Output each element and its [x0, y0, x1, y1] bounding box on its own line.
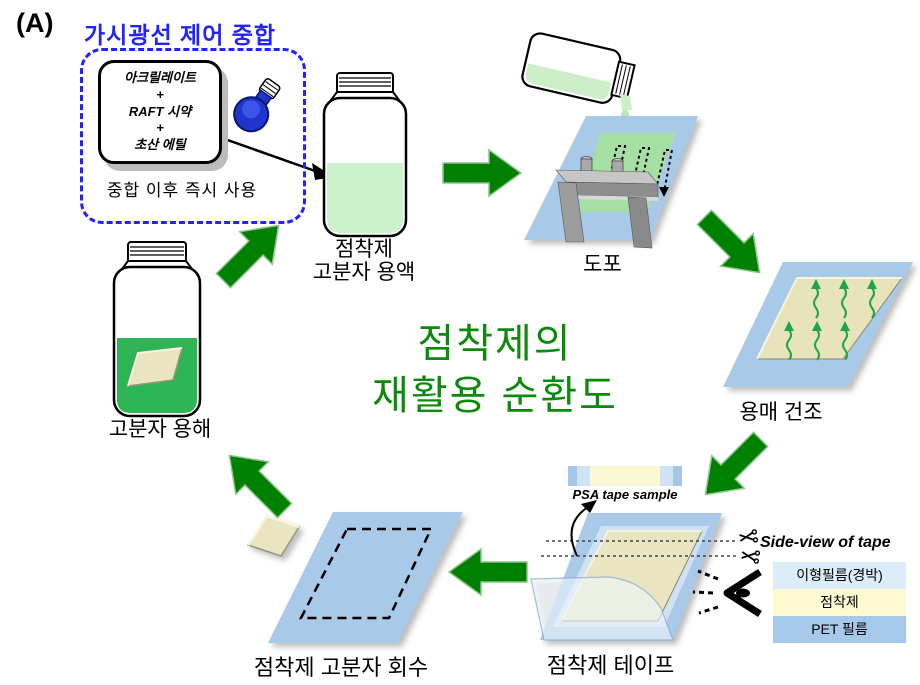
reagent-line: 아크릴레이트: [124, 69, 196, 85]
reagent-line: 초산 에틸: [134, 137, 186, 153]
polymerization-dashed-box: [80, 48, 306, 224]
pouring-jar-icon: [521, 32, 636, 133]
arrow-coating-to-drying-icon: [687, 200, 777, 290]
solution-jar-icon: [322, 72, 408, 238]
cut-lines-icon: [541, 528, 761, 565]
reagent-box: 아크릴레이트 + RAFT 시약 + 초산 에틸: [98, 60, 222, 164]
step-label-recovery: 점착제 고분자 회수: [253, 655, 429, 680]
tape-film-icon: [530, 513, 722, 641]
step-label-solution: 점착제 고분자 용액: [304, 238, 424, 284]
eye-icon: [692, 569, 762, 617]
step-label-dissolution: 고분자 용해: [108, 418, 212, 441]
layer-release-film: 이형필름(경박): [773, 562, 906, 589]
polymerization-title: 가시광선 제어 중합: [84, 22, 277, 48]
layer-pet-film: PET 필름: [773, 616, 906, 643]
solution-label-line1: 점착제: [335, 238, 393, 261]
light-bulb-icon: [233, 78, 281, 133]
psa-sample-caption: PSA tape sample: [572, 487, 678, 502]
scissors-icon: [740, 548, 761, 565]
step-label-coating: 도포: [583, 253, 622, 276]
sideview-title: Side-view of tape: [760, 534, 891, 551]
polymerization-note: 중합 이후 즉시 사용: [106, 181, 258, 200]
reagent-line: RAFT 시약: [128, 103, 192, 119]
step-label-drying: 용매 건조: [739, 401, 823, 424]
film-applicator-icon: [555, 156, 659, 249]
peel-arrow-icon: [570, 500, 597, 557]
arrow-tape-to-recovery-icon: [448, 548, 528, 596]
arrow-recovery-to-dissolution-icon: [212, 438, 302, 528]
psa-tape-sample-icon: [568, 466, 682, 486]
panel-label: (A): [16, 8, 54, 38]
scissors-icon: [738, 528, 759, 545]
diagram-title-line1: 점착제의: [417, 322, 573, 366]
tape-sideview-stack: 이형필름(경박) 점착제 PET 필름: [773, 562, 906, 643]
diagram-title: 점착제의 재활용 순환도: [310, 318, 680, 422]
recovery-film-icon: [268, 512, 463, 643]
arrow-drying-to-tape-icon: [688, 422, 778, 512]
reagent-plus: +: [156, 86, 164, 102]
arrow-solution-to-coating-icon: [442, 149, 522, 197]
recovered-adhesive-piece-icon: [246, 514, 301, 557]
dissolution-jar-icon: [112, 241, 202, 418]
solution-label-line2: 고분자 용액: [312, 261, 416, 284]
layer-adhesive: 점착제: [773, 589, 906, 616]
reagent-plus: +: [156, 120, 164, 136]
step-label-tape: 점착제 테이프: [546, 653, 675, 678]
diagram-title-line2: 재활용 순환도: [372, 374, 618, 418]
